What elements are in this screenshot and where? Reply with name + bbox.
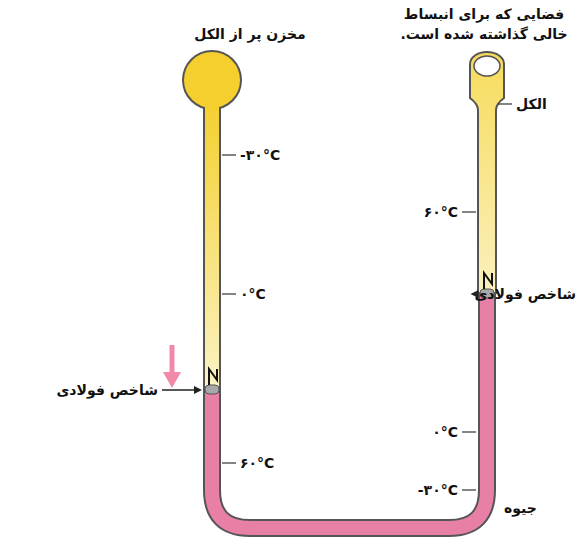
leader-line [162, 389, 196, 391]
scale-mark: ۰°C [240, 284, 266, 304]
scale-mark: ۰°C [432, 422, 458, 442]
index-label: شاخص فولادی [57, 380, 158, 400]
scale-mark: ۶۰°C [240, 453, 274, 473]
scale-mark: -۳۰°C [418, 480, 458, 500]
scale-mark: -۳۰°C [240, 145, 280, 165]
index-label: شاخص فولادی [475, 284, 576, 304]
alcohol-label: الکل [516, 94, 547, 114]
arrow-head [194, 386, 202, 394]
mercury-label: جیوه [504, 498, 537, 518]
scale-mark: ۶۰°C [424, 202, 458, 222]
bulb-label: مخزن پر از الکل [194, 24, 306, 44]
space-note: فضایی که برای انبساط خالی گذاشته شده است… [399, 4, 569, 44]
